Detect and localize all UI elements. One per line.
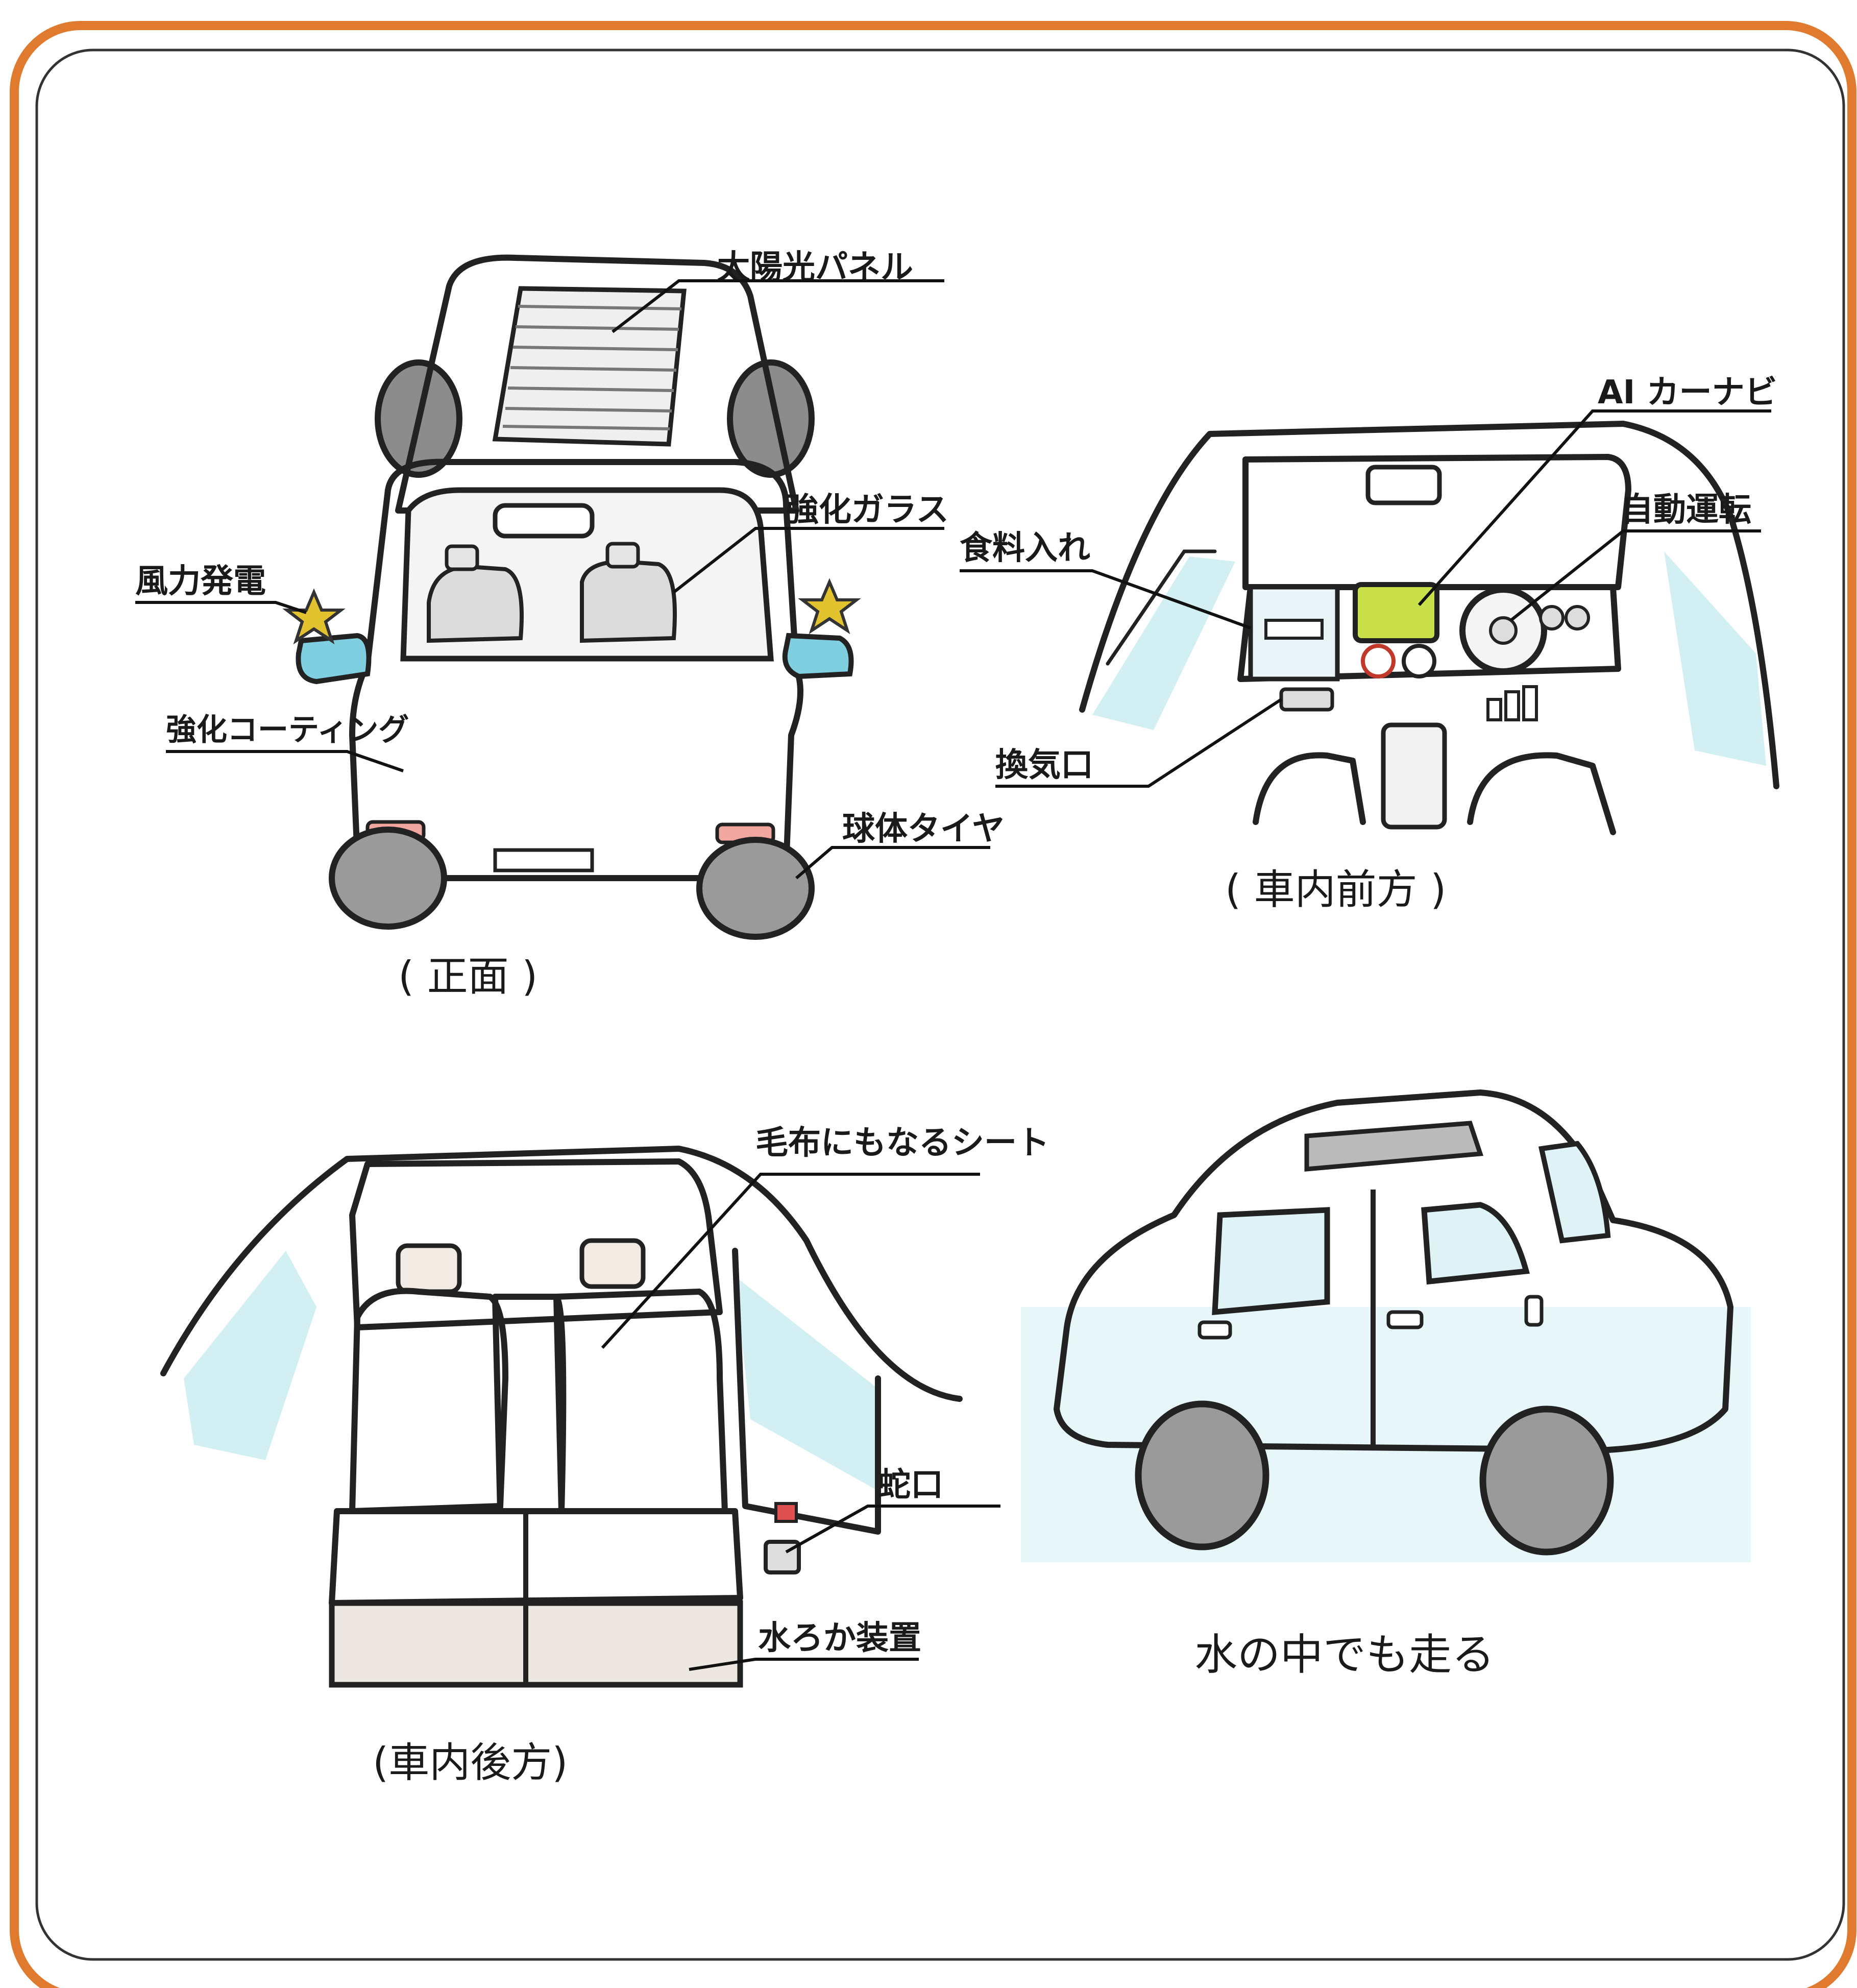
ai-navi-screen [1353, 582, 1439, 643]
interior-front-drawing [1079, 421, 1779, 835]
label-faucet: 蛇口 [878, 1466, 943, 1504]
interior-rear-labels: 毛布にもなるシート 蛇口 水ろか装置 (車内後方) [373, 1124, 1049, 1786]
label-ai-navi: AI カーナビ [1598, 374, 1777, 411]
seat-back-right [1467, 752, 1616, 835]
front-right-wheel [696, 837, 815, 940]
label-sphere-tire: 球体タイヤ [842, 810, 1005, 848]
inner-border [35, 49, 1845, 1961]
windshield-frame [1242, 454, 1631, 590]
label-auto-drive: 自動運転 [1621, 491, 1751, 529]
front-left-wheel [329, 827, 447, 930]
caption-interior-front: ( 車内前方 ) [1225, 866, 1446, 913]
side-view-drawing [1021, 1089, 1751, 1562]
front-seat-right [580, 559, 677, 643]
side-mirror-right [782, 633, 854, 680]
dashboard [1237, 584, 1621, 682]
caption-interior-rear: (車内後方) [373, 1739, 568, 1786]
side-wheel-rear [1479, 1405, 1614, 1556]
front-seat-left [427, 564, 524, 643]
label-food-storage: 食料入れ [960, 529, 1090, 567]
door-handle-rear [1386, 1310, 1424, 1329]
orange-border [10, 21, 1856, 1988]
headrest-right [579, 1238, 646, 1289]
interior-rear-drawing [160, 1146, 963, 1688]
rear-seat-base [329, 1600, 743, 1688]
front-view-drawing [282, 254, 861, 940]
rearview-mirror [493, 503, 595, 539]
seat-back-left [1253, 752, 1366, 825]
label-water-filter: 水ろか装置 [758, 1619, 921, 1657]
air-vent-shape [1279, 687, 1334, 712]
gear-console [1381, 722, 1447, 830]
navi-dial-right [1402, 644, 1436, 678]
rear-window [349, 1158, 723, 1330]
interior-rearview-mirror [1365, 465, 1442, 505]
side-mirror-left [296, 633, 372, 685]
solar-panel-shape [492, 286, 687, 447]
navi-dial-left [1361, 644, 1396, 678]
rear-seat-cushion [329, 1508, 743, 1606]
wind-turbine-right [798, 578, 861, 635]
side-wheel-front [1135, 1400, 1269, 1550]
side-window-front [1212, 1207, 1330, 1316]
side-window-back [1538, 1141, 1611, 1244]
label-air-vent: 換気口 [995, 746, 1093, 784]
sunroof [1304, 1121, 1484, 1172]
door-handle-front [1198, 1320, 1232, 1340]
interior-front-labels: AI カーナビ 自動運転 食料入れ 換気口 ( 車内前方 ) [960, 374, 1777, 913]
label-wind-power: 風力発電 [135, 563, 266, 600]
rear-seat-back-left [349, 1288, 508, 1514]
label-reinforced-coating: 強化コーティング [166, 712, 409, 748]
front-view-labels: 太陽光パネル 強化ガラス 風力発電 強化コーティング 球体タイヤ ( 正面 ) [135, 249, 1005, 1000]
label-reinforced-glass: 強化ガラス [786, 491, 949, 529]
rear-seat-back-right [553, 1289, 728, 1514]
license-plate [493, 848, 594, 872]
caption-side-view: 水の中でも走る [1194, 1630, 1495, 1680]
caption-front: ( 正面 ) [398, 953, 537, 1000]
side-window-rear [1421, 1202, 1530, 1285]
label-blanket-seat: 毛布にもなるシート [755, 1124, 1049, 1162]
water-surface [1021, 1307, 1751, 1562]
wind-turbine-left [282, 588, 346, 645]
car-roof [395, 254, 799, 514]
headrest-left [396, 1243, 462, 1294]
